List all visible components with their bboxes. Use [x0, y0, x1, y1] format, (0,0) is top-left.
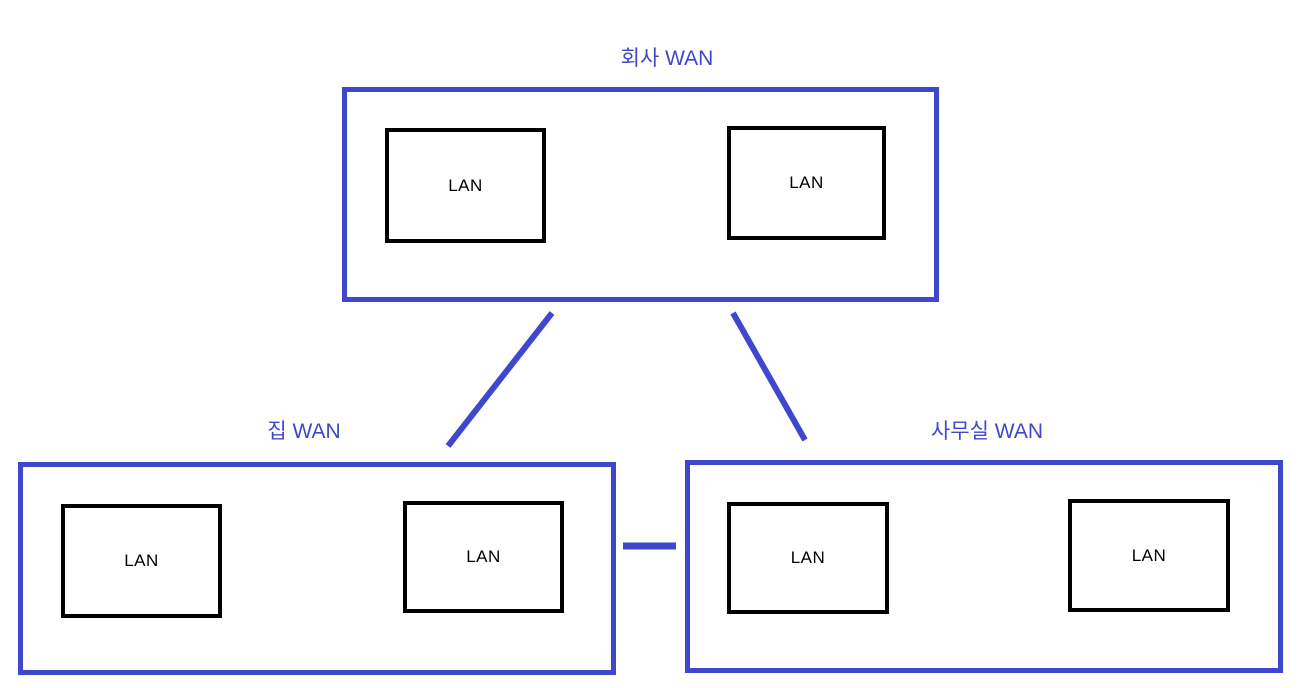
office-lan-box-1: LAN [727, 502, 889, 614]
company-lan-2-label: LAN [789, 173, 824, 192]
home-wan-label: 집 WAN [267, 420, 341, 443]
connection-company-office [730, 311, 808, 442]
office-lan-2-label: LAN [1131, 545, 1167, 565]
office-lan-box-2: LAN [1068, 499, 1230, 612]
home-lan-2-label: LAN [466, 547, 501, 566]
home-lan-1-label: LAN [124, 551, 159, 570]
home-lan-box-1: LAN [61, 504, 222, 618]
company-lan-box-1: LAN [385, 128, 546, 243]
company-wan-label: 회사 WAN [620, 47, 714, 70]
company-lan-box-2: LAN [727, 126, 886, 240]
connection-company-home [445, 311, 555, 448]
office-wan-label: 사무실 WAN [930, 420, 1044, 443]
home-lan-box-2: LAN [403, 501, 564, 613]
company-lan-1-label: LAN [448, 175, 483, 195]
office-lan-1-label: LAN [790, 548, 826, 567]
